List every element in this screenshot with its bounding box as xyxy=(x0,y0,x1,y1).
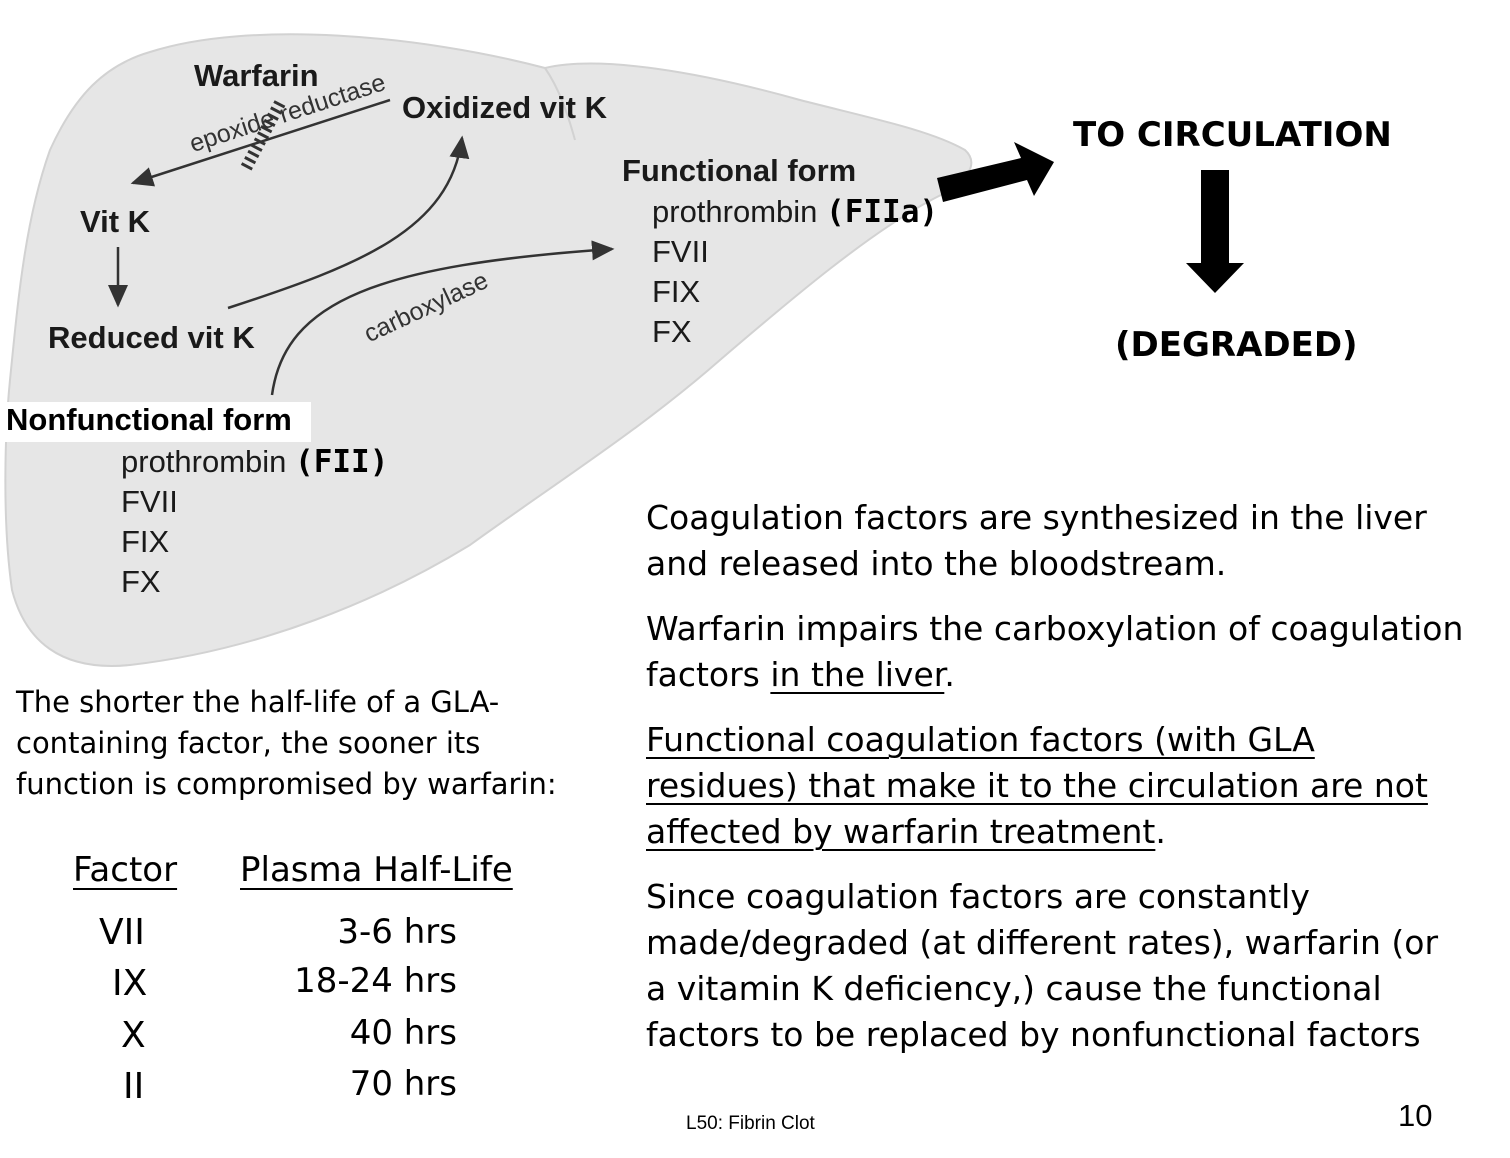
paragraph-functional: Functional coagulation factors (with GLA… xyxy=(646,717,1510,855)
functional-form-list: prothrombin (FIIa) FVII FIX FX xyxy=(652,192,938,352)
paragraph-turnover: Since coagulation factors are constantly… xyxy=(646,874,1510,1058)
warfarin-block-icon xyxy=(239,100,286,173)
table-cell-half-life: 40 hrs xyxy=(349,1013,457,1053)
nonfunctional-item: FIX xyxy=(121,524,170,559)
functional-item: FIX xyxy=(652,274,701,309)
paragraph-line: Functional coagulation factors (with GLA xyxy=(646,717,1510,763)
paragraph-line: affected by warfarin treatment. xyxy=(646,809,1510,855)
nonfunctional-item: FX xyxy=(121,564,161,599)
reduced-vitk-label: Reduced vit K xyxy=(48,320,255,355)
page-number: 10 xyxy=(1398,1098,1433,1133)
note-line: The shorter the half-life of a GLA- xyxy=(16,685,500,719)
warfarin-label: Warfarin xyxy=(194,58,319,93)
table-cell-factor: VII xyxy=(99,912,145,953)
paragraph-line: and released into the bloodstream. xyxy=(646,544,1227,583)
to-circulation-arrow xyxy=(937,142,1054,202)
table-cell-factor: X xyxy=(121,1015,146,1056)
functional-prothrombin-label: prothrombin xyxy=(652,194,818,229)
note-line: function is compromised by warfarin: xyxy=(16,767,557,801)
nonfunctional-form-title: Nonfunctional form xyxy=(6,402,292,437)
underlined-text: in the liver xyxy=(770,655,945,694)
functional-item: FVII xyxy=(652,234,709,269)
carboxylase-arrow xyxy=(270,240,615,396)
table-cell-factor: IX xyxy=(112,963,148,1004)
paragraph-line: made/degraded (at different rates), warf… xyxy=(646,923,1439,962)
table-cell-factor: II xyxy=(123,1066,145,1107)
oxidized-vitk-label: Oxidized vit K xyxy=(402,90,607,125)
half-life-note: The shorter the half-life of a GLA- cont… xyxy=(16,682,557,805)
text-run: . xyxy=(944,655,955,694)
fii-tag: (FII) xyxy=(295,444,389,480)
vitk-label: Vit K xyxy=(80,204,151,239)
table-cell-half-life: 70 hrs xyxy=(349,1064,457,1104)
table-header-factor: Factor xyxy=(73,850,178,890)
slide-footer: L50: Fibrin Clot xyxy=(686,1113,815,1134)
liver-diagram xyxy=(4,33,1244,667)
oxidation-arrow xyxy=(227,135,470,310)
paragraph-synthesis: Coagulation factors are synthesized in t… xyxy=(646,495,1510,587)
paragraph-line: a vitamin K deficiency,) cause the funct… xyxy=(646,969,1382,1008)
paragraph-warfarin: Warfarin impairs the carboxylation of co… xyxy=(646,606,1510,698)
nonfunctional-prothrombin-label: prothrombin xyxy=(121,444,287,479)
nonfunctional-prothrombin: prothrombin (FII) xyxy=(121,442,388,482)
paragraph-line: factors to be replaced by nonfunctional … xyxy=(646,1015,1421,1054)
underlined-text: Functional coagulation factors (with GLA xyxy=(646,720,1315,759)
functional-form-title: Functional form xyxy=(622,153,857,188)
to-circulation-label: TO CIRCULATION xyxy=(1073,115,1392,155)
functional-item: FX xyxy=(652,314,692,349)
table-cell-half-life: 3-6 hrs xyxy=(337,912,457,952)
nonfunctional-form-list: prothrombin (FII) FVII FIX FX xyxy=(121,442,388,602)
table-header-half-life: Plasma Half-Life xyxy=(240,850,513,890)
table-cell-half-life: 18-24 hrs xyxy=(294,961,457,1001)
underlined-text: residues) that make it to the circulatio… xyxy=(646,766,1428,805)
paragraph-line: residues) that make it to the circulatio… xyxy=(646,763,1510,809)
note-line: containing factor, the sooner its xyxy=(16,726,481,760)
nonfunctional-item: FVII xyxy=(121,484,178,519)
text-run: . xyxy=(1155,812,1166,851)
fiia-tag: (FIIa) xyxy=(826,194,939,230)
paragraph-line: Warfarin impairs the carboxylation of co… xyxy=(646,609,1464,648)
liver-shape xyxy=(4,33,973,667)
text-run: factors xyxy=(646,655,771,694)
paragraph-line: factors in the liver. xyxy=(646,652,1510,698)
paragraph-line: Since coagulation factors are constantly xyxy=(646,877,1310,916)
functional-prothrombin: prothrombin (FIIa) xyxy=(652,192,938,232)
underlined-text: affected by warfarin treatment xyxy=(646,812,1156,851)
nonfunctional-highlight xyxy=(5,402,311,442)
degraded-label: (DEGRADED) xyxy=(1115,325,1358,365)
degraded-down-arrow xyxy=(1186,170,1244,293)
paragraph-line: Coagulation factors are synthesized in t… xyxy=(646,498,1427,537)
